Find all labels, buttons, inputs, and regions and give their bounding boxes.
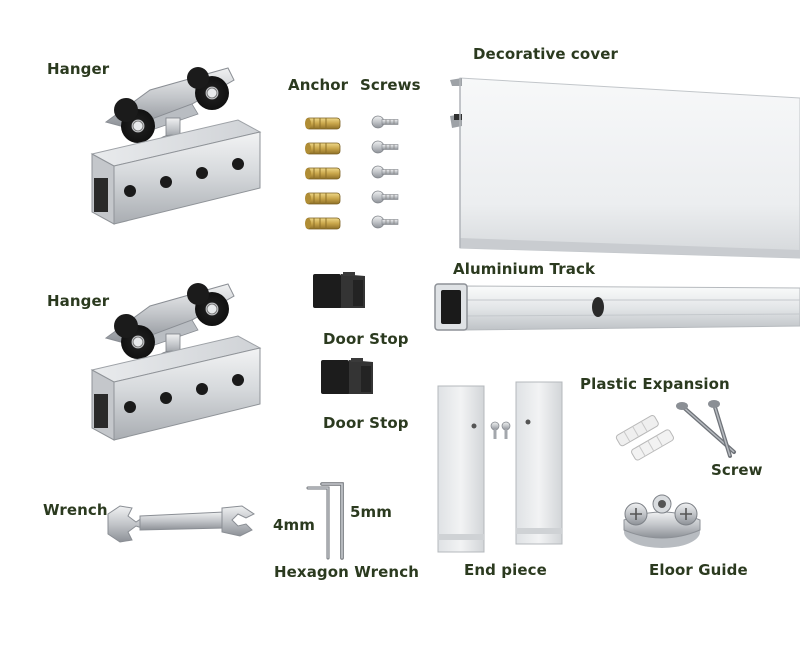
hanger-2-image: [91, 282, 261, 441]
wrench-image: [107, 505, 255, 543]
screw-set-image: [371, 115, 399, 229]
wrench-label: Wrench: [43, 501, 108, 519]
end-piece-label: End piece: [464, 561, 547, 579]
plastic-expansion-label: Plastic Expansion: [580, 375, 730, 393]
floor-guide-image: [623, 494, 701, 548]
screw-pair-image: [676, 400, 736, 458]
door-stop-1-image: [313, 272, 365, 308]
hanger-1-image: [91, 66, 261, 225]
door-stop-2-label: Door Stop: [323, 414, 409, 432]
plastic-expansion-image: [615, 415, 674, 461]
door-stop-1-label: Door Stop: [323, 330, 409, 348]
hanger-1-label: Hanger: [47, 60, 110, 78]
aluminium-track-label: Aluminium Track: [453, 260, 596, 278]
door-stop-2-image: [321, 358, 373, 394]
anchor-set-image: [304, 117, 341, 230]
decorative-cover-image: [450, 77, 800, 259]
hex-wrench-4mm-label: 4mm: [273, 516, 315, 534]
anchor-label: Anchor: [288, 76, 349, 94]
floor-guide-label: Eloor Guide: [649, 561, 748, 579]
screw-label: Screw: [711, 461, 763, 479]
hex-wrench-5mm-label: 5mm: [350, 503, 392, 521]
end-piece-image: [437, 381, 563, 553]
hexagon-wrench-image: [306, 482, 344, 560]
aluminium-track-image: [434, 283, 800, 331]
screws-label: Screws: [360, 76, 421, 94]
hexagon-wrench-label: Hexagon Wrench: [274, 563, 419, 581]
decorative-cover-label: Decorative cover: [473, 45, 618, 63]
hanger-2-label: Hanger: [47, 292, 110, 310]
